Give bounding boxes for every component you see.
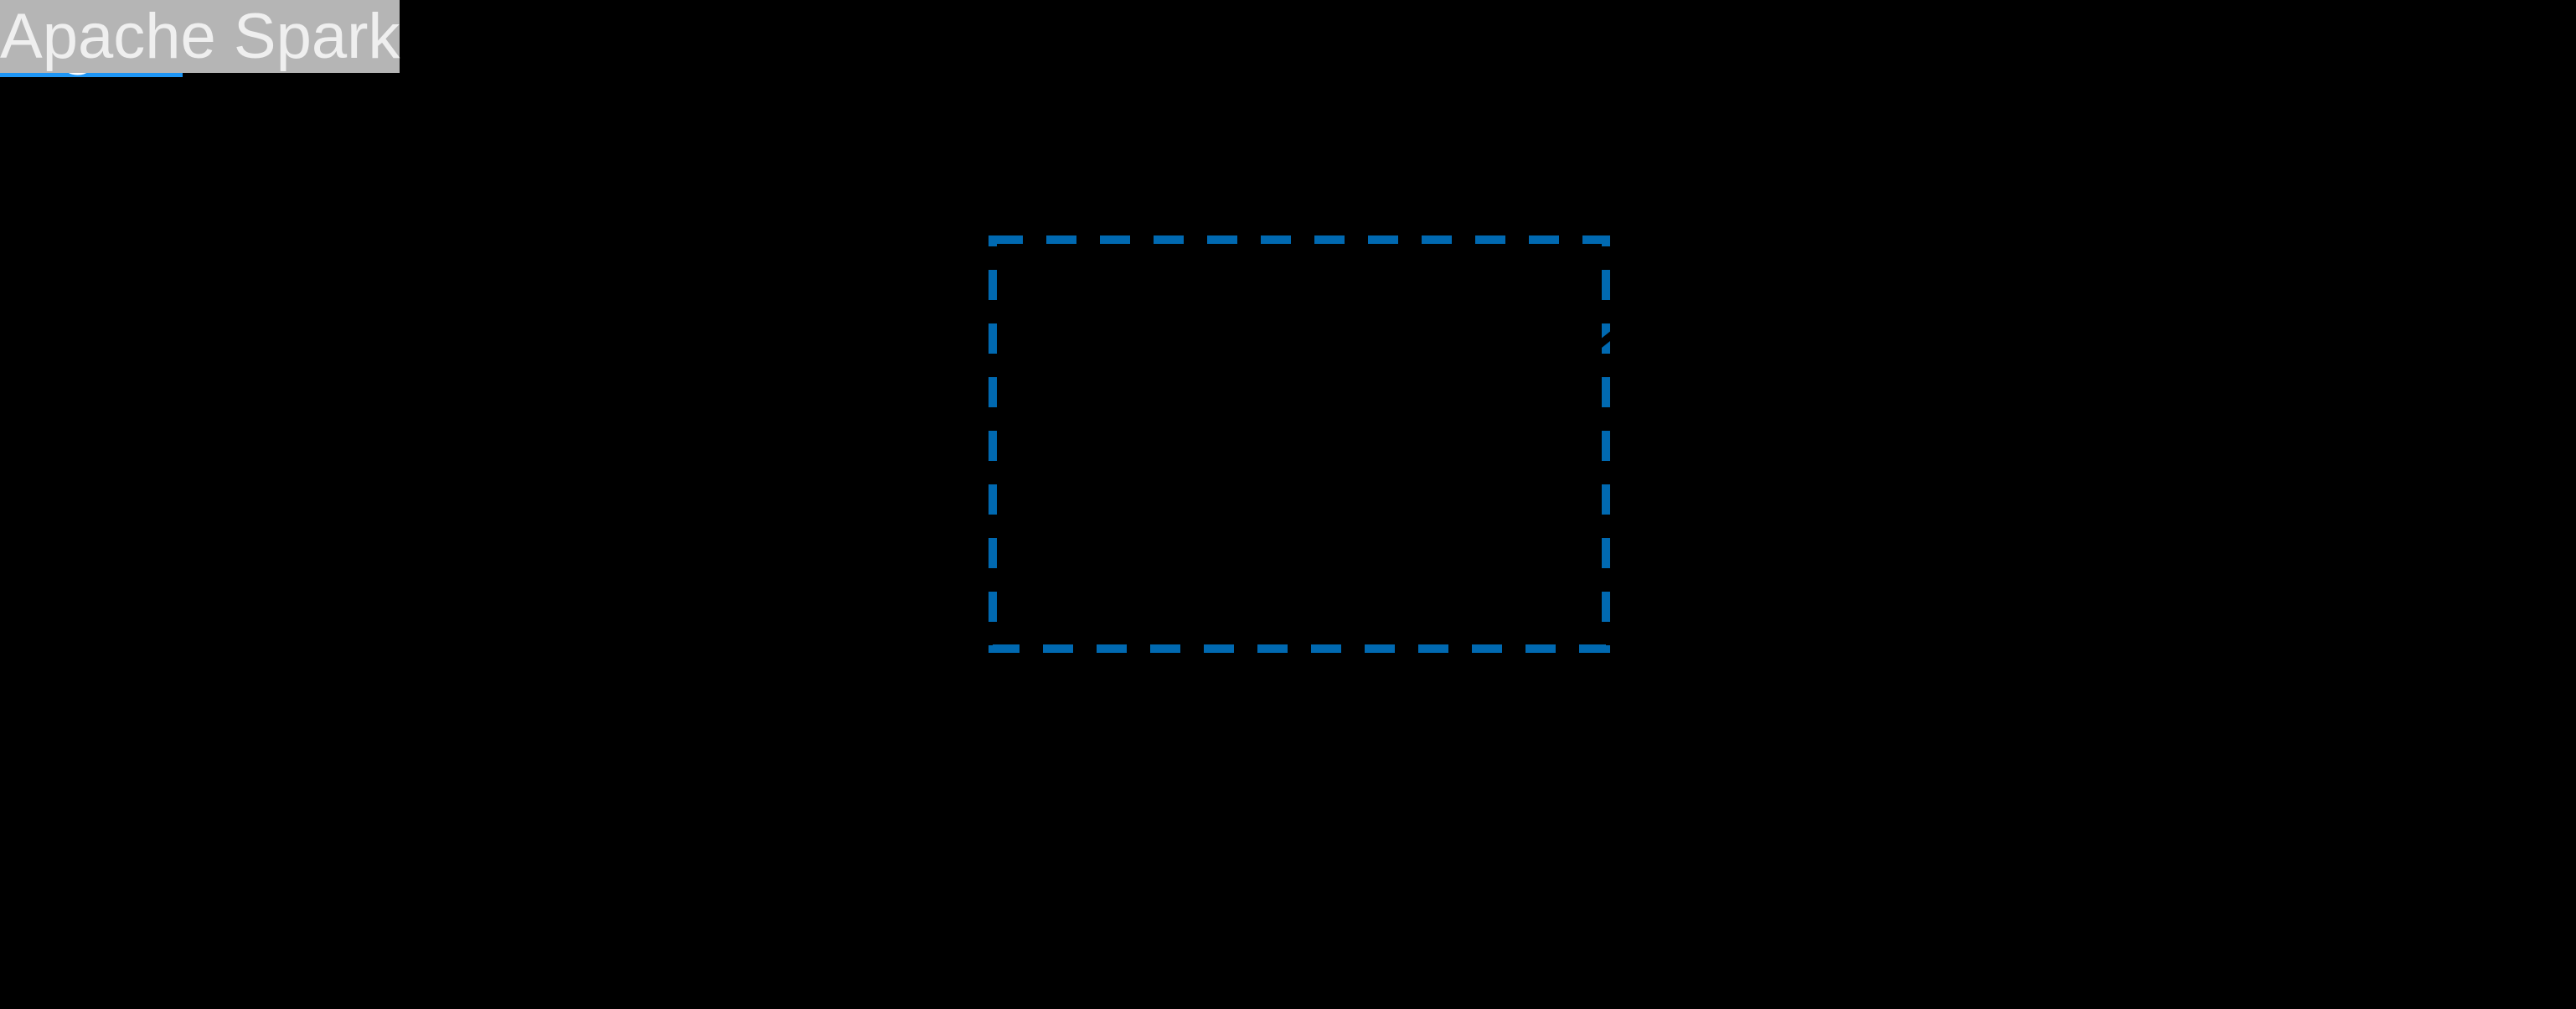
annotation-line	[1621, 402, 1812, 563]
apache-spark-label: Apache Spark	[0, 1, 400, 72]
enclave-dashed-border	[989, 235, 1610, 653]
arrow-to-app	[1541, 174, 1812, 392]
apache-spark-box: Apache Spark	[0, 0, 400, 73]
